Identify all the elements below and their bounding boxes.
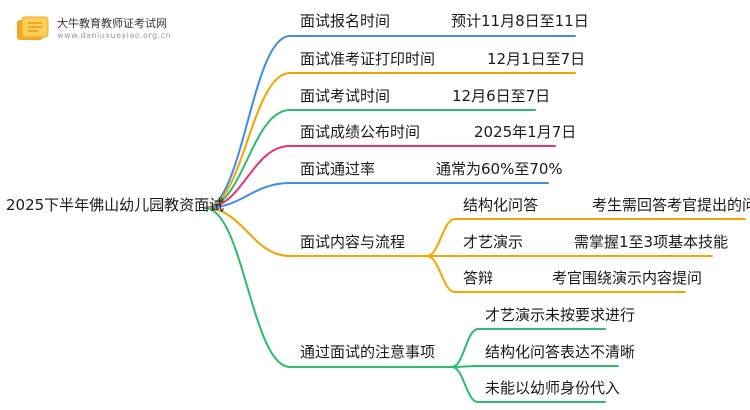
sub-connector <box>426 255 456 293</box>
sub-label: 答辩 <box>463 269 494 287</box>
watermark-name: 大牛教育教师证考试网 <box>57 17 167 30</box>
sub-value: 考生需回答考官提出的问题 <box>592 196 750 214</box>
sub-connector <box>426 218 456 257</box>
sub-connector <box>451 328 479 368</box>
branch-label: 面试准考证打印时间 <box>300 50 436 68</box>
branch-label: 面试成绩公布时间 <box>300 123 421 141</box>
watermark-url: www.daniuxuexiao.org.cn <box>57 31 172 40</box>
sub-label: 结构化问答表达不清晰 <box>485 343 636 361</box>
branch-connector <box>204 145 291 209</box>
branch-connector <box>204 35 291 209</box>
root-topic: 2025下半年佛山幼儿园教资面试 <box>6 196 225 214</box>
sub-connector <box>451 366 479 403</box>
branch-value: 预计11月8日至11日 <box>451 12 589 30</box>
sub-label: 未能以幼师身份代入 <box>485 379 621 397</box>
branch-label: 通过面试的注意事项 <box>300 343 436 361</box>
branch-connector <box>204 109 291 209</box>
branch-value: 2025年1月7日 <box>474 123 577 141</box>
branch-label: 面试考试时间 <box>300 87 391 105</box>
sub-value: 需掌握1至3项基本技能 <box>574 233 729 251</box>
sub-value: 考官围绕演示内容提问 <box>552 269 703 287</box>
sub-label: 才艺演示未按要求进行 <box>485 306 636 324</box>
watermark: 大牛教育教师证考试网 www.daniuxuexiao.org.cn <box>0 0 200 50</box>
branch-label: 面试通过率 <box>300 160 376 178</box>
branch-label: 面试内容与流程 <box>300 233 406 251</box>
branch-connector <box>204 182 291 209</box>
logo-icon <box>17 16 49 40</box>
branch-connector <box>204 207 291 257</box>
sub-connector <box>451 365 479 368</box>
sub-label: 才艺演示 <box>463 233 524 251</box>
branch-value: 通常为60%至70% <box>436 160 563 178</box>
branch-value: 12月6日至7日 <box>452 87 551 105</box>
branch-connector <box>204 72 291 209</box>
branch-value: 12月1日至7日 <box>487 50 586 68</box>
sub-label: 结构化问答 <box>463 196 539 214</box>
branch-connector <box>204 207 291 368</box>
branch-label: 面试报名时间 <box>300 12 391 30</box>
